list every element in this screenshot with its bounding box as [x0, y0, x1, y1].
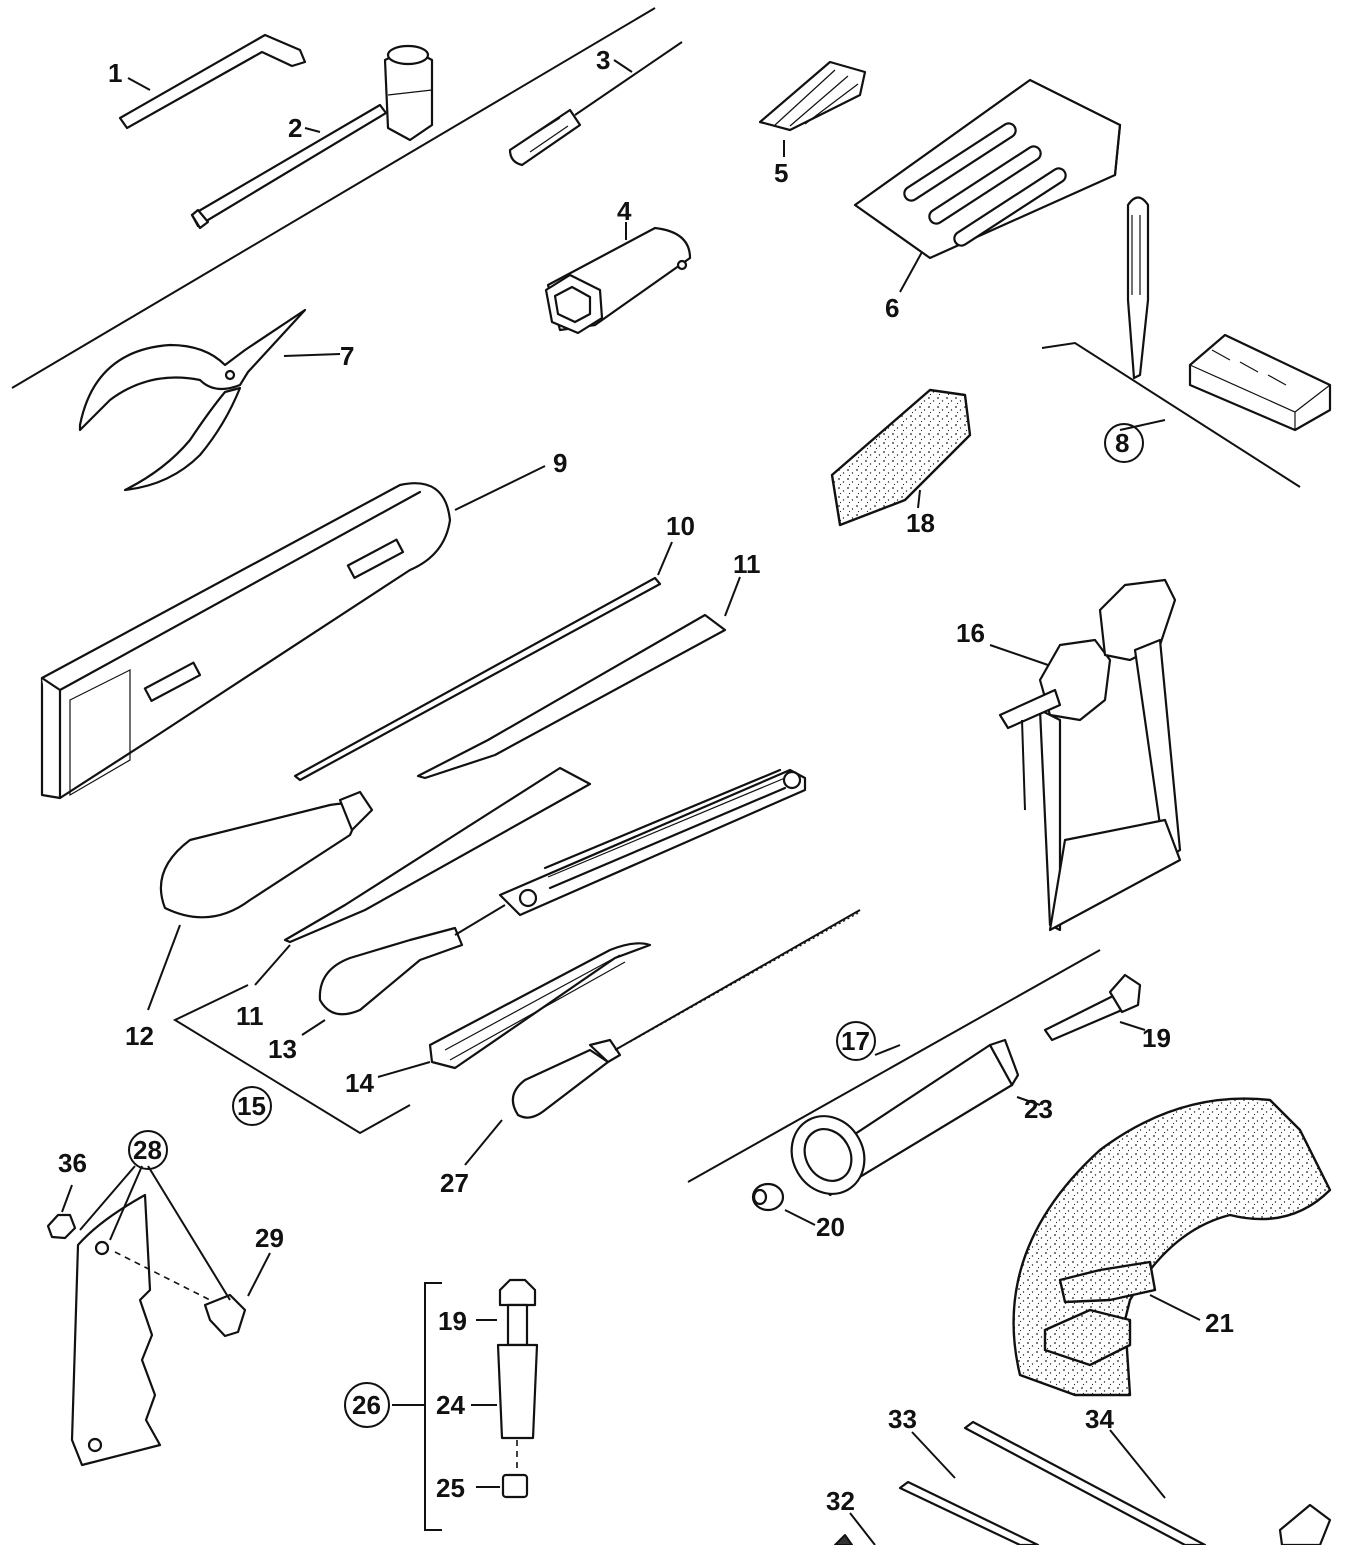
label-part-10: 10: [666, 511, 695, 541]
label-part-21: 21: [1205, 1308, 1234, 1338]
felling-wedge-icon: [853, 78, 1122, 260]
label-part-5: 5: [774, 158, 788, 188]
label-part-32: 32: [826, 1486, 855, 1516]
label-part-36: 36: [58, 1148, 87, 1178]
callout-circles: [128, 423, 1144, 1428]
leader-lines: [61, 59, 1201, 1545]
label-part-1: 1: [108, 58, 122, 88]
bolt-icon: [1043, 973, 1142, 1042]
label-part-6: 6: [885, 293, 899, 323]
depth-gauge-icon: [428, 942, 652, 1070]
punch-and-block-icon: [1041, 196, 1332, 488]
label-part-34: 34: [1085, 1404, 1114, 1434]
round-rasp-icon: [511, 909, 861, 1119]
nipple-icon: [751, 1182, 785, 1212]
divider-lines: [11, 7, 656, 389]
label-part-19a: 19: [1142, 1023, 1171, 1053]
label-part-25: 25: [436, 1473, 465, 1503]
wedge-icon: [758, 60, 867, 132]
flat-file-icon: [283, 613, 727, 944]
label-part-20: 20: [816, 1212, 845, 1242]
grease-gun-icon: [687, 949, 1101, 1197]
label-part-19b: 19: [438, 1306, 467, 1336]
label-part-24: 24: [436, 1390, 465, 1420]
socket-wrench-icon: [544, 226, 692, 335]
pliers-icon: [78, 308, 307, 492]
label-part-14: 14: [345, 1068, 374, 1098]
label-part-3: 3: [596, 45, 610, 75]
bench-vise-icon: [998, 578, 1182, 932]
label-part-16: 16: [956, 618, 985, 648]
label-part-7: 7: [340, 341, 354, 371]
guide-bar-icon: [40, 482, 452, 800]
file-holder-icon: [318, 768, 807, 1016]
rods-icon: [834, 1420, 1332, 1545]
grinding-wheel-icon: [1012, 1097, 1332, 1397]
label-part-12: 12: [125, 1021, 154, 1051]
label-part-9: 9: [553, 448, 567, 478]
part-labels: 1 2 3 4 5 6 7 8 9 10 11 11 12 13 14 15 1…: [58, 45, 1234, 1516]
label-part-17: 17: [841, 1026, 870, 1056]
chain-gauge-icon: [46, 1193, 247, 1467]
plug-spanner-icon: [190, 44, 434, 230]
grinding-stone-icon: [830, 388, 972, 527]
group-bracket-15: [172, 984, 411, 1135]
label-part-8: 8: [1115, 428, 1129, 458]
label-part-28: 28: [133, 1135, 162, 1165]
file-handle-icon: [159, 790, 374, 919]
plunger-assembly-icon: [424, 1278, 539, 1531]
round-file-icon: [293, 576, 662, 782]
label-part-29: 29: [255, 1223, 284, 1253]
label-part-26: 26: [352, 1390, 381, 1420]
label-part-15: 15: [237, 1091, 266, 1121]
label-part-33: 33: [888, 1404, 917, 1434]
label-part-2: 2: [288, 113, 302, 143]
label-part-11a: 11: [733, 549, 761, 579]
allen-key-icon: [118, 33, 307, 130]
label-part-23: 23: [1024, 1094, 1053, 1124]
label-part-18: 18: [906, 508, 935, 538]
label-part-11b: 11: [236, 1001, 264, 1031]
screwdriver-icon: [508, 41, 683, 167]
label-part-13: 13: [268, 1034, 297, 1064]
label-part-4: 4: [617, 196, 632, 226]
label-part-27: 27: [440, 1168, 469, 1198]
